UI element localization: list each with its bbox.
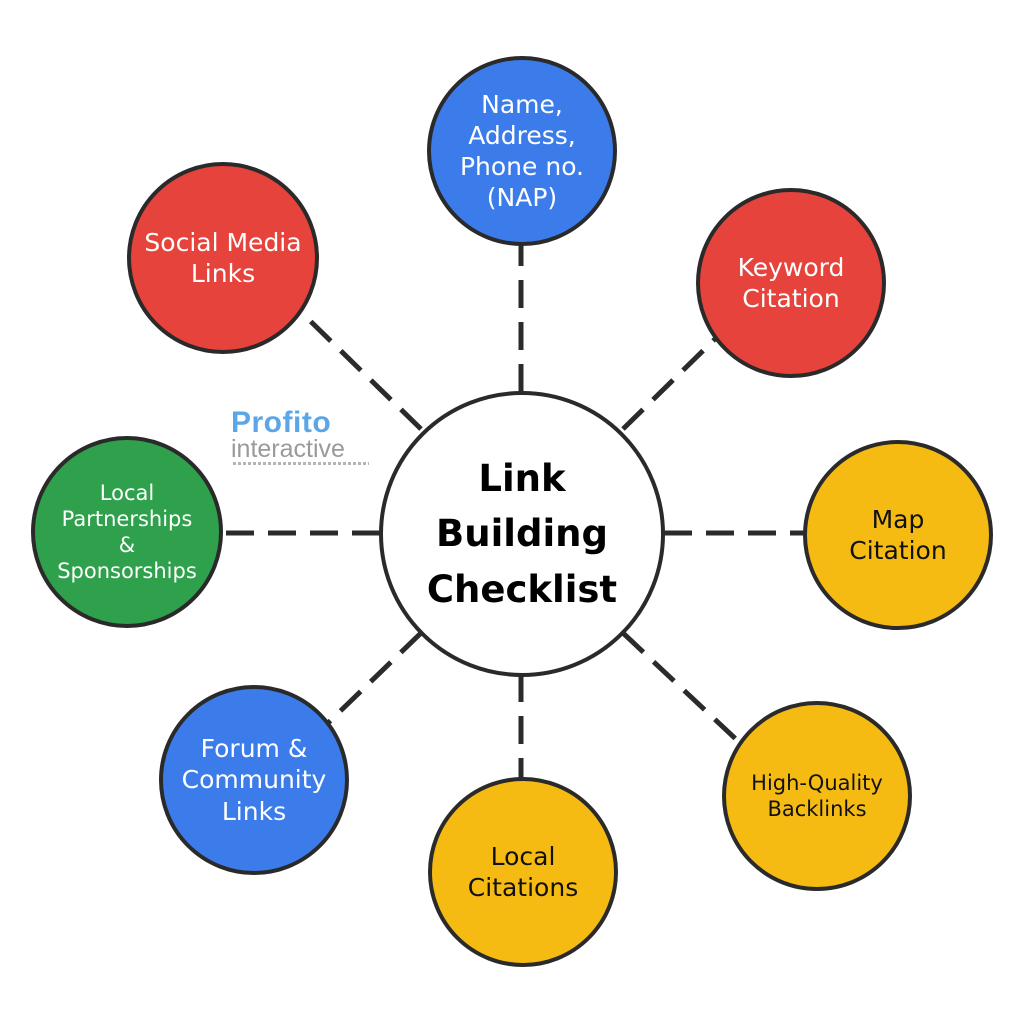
node-high-quality-backlinks-line-1: High-Quality bbox=[751, 770, 883, 795]
node-local-citations-line-2: Citations bbox=[467, 873, 579, 902]
node-keyword-citation-line-2: Citation bbox=[742, 284, 840, 313]
node-local-citations-line-1: Local bbox=[490, 841, 556, 871]
node-high-quality-backlinks-line-2: Backlinks bbox=[767, 797, 867, 821]
node-map-citation: Map Citation bbox=[803, 440, 993, 630]
node-social-media-links-line-2: Links bbox=[190, 259, 256, 288]
node-keyword-citation: Keyword Citation bbox=[696, 188, 886, 378]
center-node-link-building-checklist: Link Building Checklist bbox=[379, 391, 665, 677]
logo-wordmark-top: Profito bbox=[231, 406, 332, 439]
node-forum-community-links-line-2: Community bbox=[181, 765, 327, 795]
node-nap-line-1: Name, bbox=[481, 89, 563, 119]
node-keyword-citation-line-1: Keyword bbox=[737, 252, 845, 282]
node-local-partnerships-sponsorships: Local Partnerships & Sponsorships bbox=[31, 436, 223, 628]
node-local-partnerships-line-1: Local bbox=[99, 480, 155, 505]
profito-interactive-logo: Profito interactive bbox=[231, 408, 376, 468]
node-forum-community-links-line-1: Forum & bbox=[200, 734, 308, 764]
node-map-citation-line-1: Map bbox=[871, 504, 925, 534]
node-local-partnerships-line-4: Sponsorships bbox=[57, 559, 197, 584]
center-title-line-2: Building bbox=[436, 512, 608, 556]
connector-social-media-links bbox=[299, 310, 423, 431]
node-forum-community-links: Forum & Community Links bbox=[159, 685, 349, 875]
connector-high-quality-backlinks bbox=[621, 631, 742, 745]
logo-wordmark-bottom: interactive bbox=[231, 435, 345, 463]
node-local-partnerships-line-2: Partnerships bbox=[61, 506, 193, 531]
center-title-line-1: Link bbox=[478, 456, 566, 500]
node-local-partnerships-line-3: & bbox=[118, 533, 136, 557]
connector-forum-community-links bbox=[326, 631, 423, 725]
connector-keyword-citation bbox=[621, 336, 718, 431]
node-high-quality-backlinks: High-Quality Backlinks bbox=[722, 701, 912, 891]
center-title-line-3: Checklist bbox=[426, 567, 618, 611]
node-nap: Name, Address, Phone no. (NAP) bbox=[427, 56, 617, 246]
node-social-media-links-line-1: Social Media bbox=[144, 227, 302, 257]
node-social-media-links: Social Media Links bbox=[127, 162, 319, 354]
node-nap-line-4: (NAP) bbox=[486, 183, 558, 213]
node-map-citation-line-2: Citation bbox=[849, 536, 947, 565]
node-forum-community-links-line-3: Links bbox=[221, 796, 287, 826]
node-nap-line-2: Address, bbox=[468, 120, 576, 150]
logo-tagline-decoration bbox=[233, 462, 369, 465]
node-local-citations: Local Citations bbox=[428, 777, 618, 967]
node-nap-line-3: Phone no. bbox=[459, 152, 585, 181]
